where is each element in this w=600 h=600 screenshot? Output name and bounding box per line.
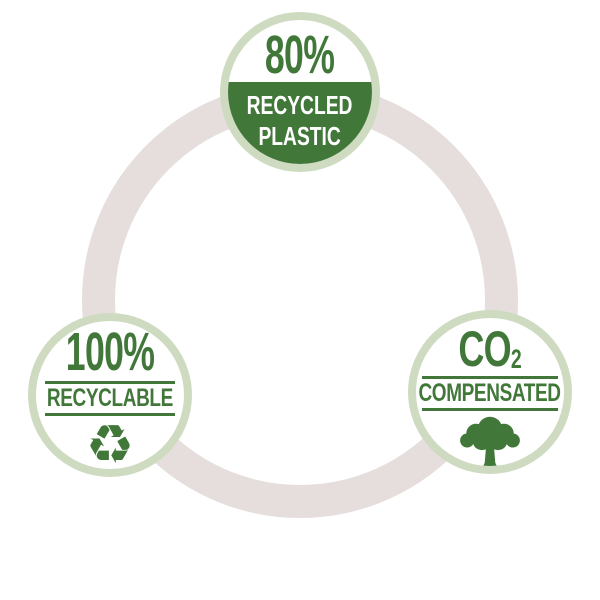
badge-recycled-plastic-face: 80% RECYCLED PLASTIC xyxy=(228,20,372,164)
badge-recyclable-face: 100% RECYCLABLE ♻ xyxy=(36,321,184,469)
recycle-icon: ♻ xyxy=(85,413,135,470)
badge-recycled-plastic: 80% RECYCLED PLASTIC xyxy=(220,12,380,172)
badge-co2-compensated: CO2 COMPENSATED xyxy=(408,310,572,474)
divider-line xyxy=(45,413,175,416)
co2-value-main: CO xyxy=(458,321,511,377)
recycled-plastic-value-area: 80% xyxy=(228,20,372,82)
badge-recyclable: 100% RECYCLABLE ♻ xyxy=(28,313,192,477)
divider-line xyxy=(422,408,558,411)
recycled-label: RECYCLED xyxy=(247,89,353,120)
divider-line xyxy=(45,381,175,384)
recycled-plastic-value: 80% xyxy=(265,24,335,85)
recyclable-value: 100% xyxy=(65,322,155,382)
co2-value-subscript: 2 xyxy=(510,344,522,374)
badge-co2-face: CO2 COMPENSATED xyxy=(416,318,564,466)
compensated-label: COMPENSATED xyxy=(418,379,562,407)
plastic-label: PLASTIC xyxy=(258,120,342,151)
tree-icon xyxy=(460,416,520,466)
co2-value: CO2 xyxy=(458,324,521,374)
plastic-label-row: PLASTIC xyxy=(244,123,355,150)
recyclable-label: RECYCLABLE xyxy=(46,384,174,412)
recycled-label-row: RECYCLED xyxy=(228,92,371,119)
badge-green-half xyxy=(228,81,372,164)
divider-line xyxy=(422,376,558,379)
